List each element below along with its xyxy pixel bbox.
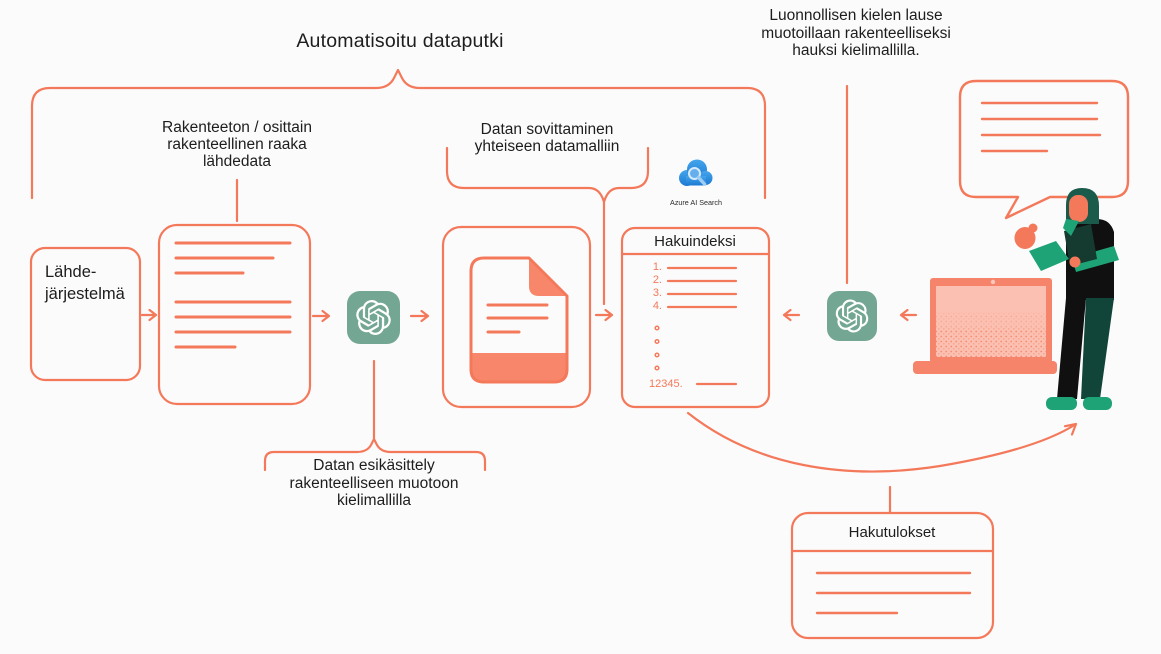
laptop-camera-dot <box>990 279 996 285</box>
speech-bubble-text-lines <box>980 101 1102 153</box>
search-results-title: Hakutulokset <box>848 524 936 541</box>
search-index-item-number: 4. <box>652 300 662 312</box>
person-tablet <box>1064 224 1097 266</box>
document-icon <box>469 256 569 384</box>
arrow-doc-to-index <box>594 308 614 322</box>
search-index-box <box>620 226 771 409</box>
search-index-item-number: 2. <box>652 274 662 286</box>
person-right-leg <box>1081 298 1114 399</box>
laptop-illustration <box>913 278 1057 374</box>
search-index-list-lines <box>666 266 738 386</box>
arrow-openai-to-doc <box>409 309 430 323</box>
raw-data-text-lines <box>174 241 292 349</box>
search-results-text-lines <box>815 571 972 615</box>
page-title: Automatisoitu dataputki <box>296 30 504 52</box>
arrow-rawdoc-to-openai <box>311 309 331 323</box>
person-left-leg <box>1057 298 1086 399</box>
speech-bubble <box>958 79 1130 220</box>
raw-data-document-box <box>157 223 312 406</box>
person-right-shoe <box>1083 397 1112 410</box>
pipeline-brace <box>30 68 767 200</box>
laptop-base <box>913 361 1057 374</box>
openai-icon-preprocess <box>347 291 400 344</box>
preprocess-brace <box>263 437 487 472</box>
search-index-item-number: 1. <box>652 261 662 273</box>
person-right-hand <box>1069 256 1081 268</box>
arrow-openai-to-index <box>782 308 801 322</box>
search-index-overflow-number: 12345. <box>649 378 683 390</box>
arrow-laptop-to-openai <box>899 308 918 322</box>
arrow-source-to-rawdoc <box>140 308 158 322</box>
preprocessing-label: Datan esikäsittely rakenteelliseen muoto… <box>289 457 459 509</box>
search-index-title: Hakuindeksi <box>654 233 736 250</box>
raw-source-label: Rakenteeton / osittain rakenteellinen ra… <box>162 119 312 170</box>
results-curved-arrow <box>686 411 1078 473</box>
mapping-brace <box>445 146 650 204</box>
azure-ai-search-icon <box>679 159 713 186</box>
search-index-item-number: 3. <box>652 287 662 299</box>
openai-icon-query <box>827 291 877 341</box>
mapping-label: Datan sovittaminen yhteiseen datamalliin <box>474 121 620 155</box>
person-illustration <box>1014 188 1119 410</box>
source-system-box <box>29 246 142 382</box>
azure-ai-search-label: Azure AI Search <box>670 198 722 207</box>
person-left-sleeve <box>1029 241 1069 271</box>
person-left-shoe <box>1046 397 1077 410</box>
search-index-ellipsis-bullets <box>654 325 660 371</box>
nl-query-label: Luonnollisen kielen lause muotoillaan ra… <box>761 7 951 59</box>
person-left-hand <box>1014 227 1036 249</box>
person-face <box>1069 195 1088 222</box>
source-system-label: Lähde- järjestelmä <box>45 263 125 303</box>
person-collar <box>1063 219 1079 236</box>
search-results-box <box>790 511 995 640</box>
